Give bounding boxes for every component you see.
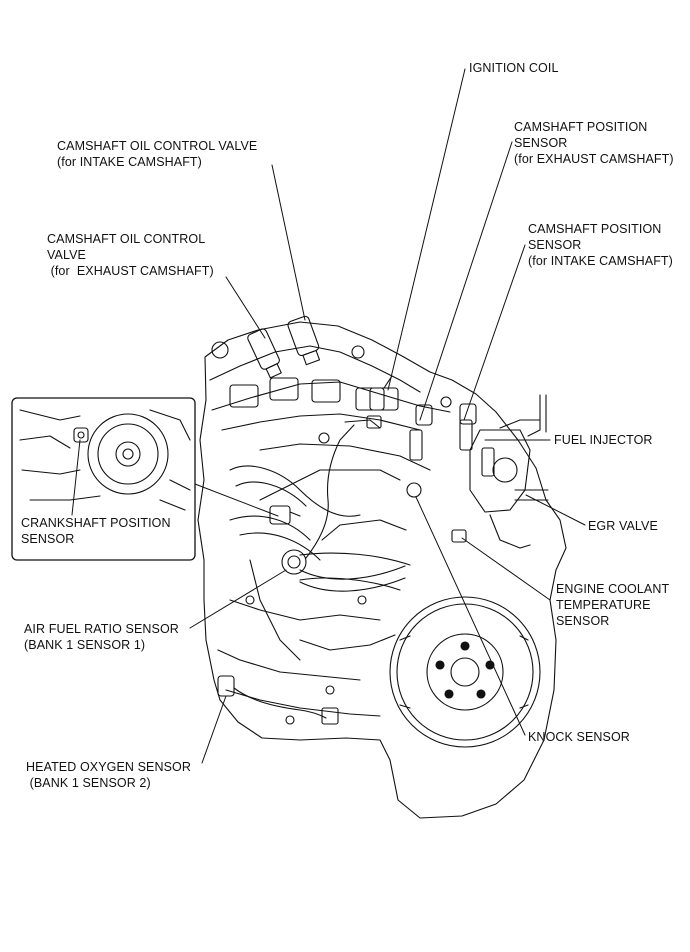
label-line: IGNITION COIL [469, 61, 559, 75]
label-af-sensor: AIR FUEL RATIO SENSOR (BANK 1 SENSOR 1) [24, 621, 179, 653]
label-line: CAMSHAFT OIL CONTROL VALVE [57, 139, 258, 153]
label-line: HEATED OXYGEN SENSOR [26, 760, 191, 774]
label-line: FUEL INJECTOR [554, 433, 653, 447]
label-crankshaft-position: CRANKSHAFT POSITION SENSOR [21, 515, 171, 547]
label-line: SENSOR [528, 238, 582, 252]
flywheel [389, 596, 541, 748]
label-line: (BANK 1 SENSOR 1) [24, 638, 146, 652]
leader-ignition-coil [387, 68, 466, 391]
leader-knock-sensor [415, 496, 526, 736]
label-line: (for EXHAUST CAMSHAFT) [514, 152, 674, 166]
label-line: KNOCK SENSOR [528, 730, 630, 744]
label-ignition-coil: IGNITION COIL [469, 60, 559, 76]
label-line: SENSOR [21, 532, 75, 546]
label-line: TEMPERATURE [556, 598, 651, 612]
leader-heated-o2 [201, 695, 227, 764]
leader-cam-oil-intake [271, 164, 306, 321]
label-line: CRANKSHAFT POSITION [21, 516, 171, 530]
label-egr-valve: EGR VALVE [588, 518, 658, 534]
label-cam-oil-exhaust: CAMSHAFT OIL CONTROL VALVE (for EXHAUST … [47, 231, 214, 279]
label-line: ENGINE COOLANT [556, 582, 670, 596]
label-line: SENSOR [556, 614, 610, 628]
label-line: (BANK 1 SENSOR 2) [26, 776, 151, 790]
leader-cam-pos-intake [463, 244, 526, 421]
label-line: CAMSHAFT POSITION [514, 120, 648, 134]
leader-crankshaft [71, 439, 81, 516]
label-cam-oil-intake: CAMSHAFT OIL CONTROL VALVE (for INTAKE C… [57, 138, 257, 170]
engine-silhouette [197, 321, 567, 819]
leader-af-sensor [189, 569, 287, 629]
label-knock-sensor: KNOCK SENSOR [528, 729, 630, 745]
label-line: AIR FUEL RATIO SENSOR [24, 622, 179, 636]
label-line: SENSOR [514, 136, 568, 150]
label-coolant-temp: ENGINE COOLANT TEMPERATURE SENSOR [556, 581, 669, 629]
label-line: (for INTAKE CAMSHAFT) [528, 254, 673, 268]
label-line: CAMSHAFT POSITION [528, 222, 662, 236]
crank-inset-box [11, 397, 196, 561]
label-line: (for EXHAUST CAMSHAFT) [47, 264, 214, 278]
label-cam-pos-exhaust: CAMSHAFT POSITION SENSOR (for EXHAUST CA… [514, 119, 674, 167]
label-fuel-injector: FUEL INJECTOR [554, 432, 653, 448]
label-line: (for INTAKE CAMSHAFT) [57, 155, 202, 169]
label-line: EGR VALVE [588, 519, 658, 533]
label-line: CAMSHAFT OIL CONTROL [47, 232, 206, 246]
label-heated-o2: HEATED OXYGEN SENSOR (BANK 1 SENSOR 2) [26, 759, 191, 791]
label-cam-pos-intake: CAMSHAFT POSITION SENSOR (for INTAKE CAM… [528, 221, 673, 269]
leader-egr-valve [525, 494, 586, 526]
leader-cam-oil-exhaust [225, 276, 266, 339]
leader-cam-pos-exhaust [419, 141, 513, 421]
label-line: VALVE [47, 248, 86, 262]
leader-coolant [461, 537, 551, 601]
